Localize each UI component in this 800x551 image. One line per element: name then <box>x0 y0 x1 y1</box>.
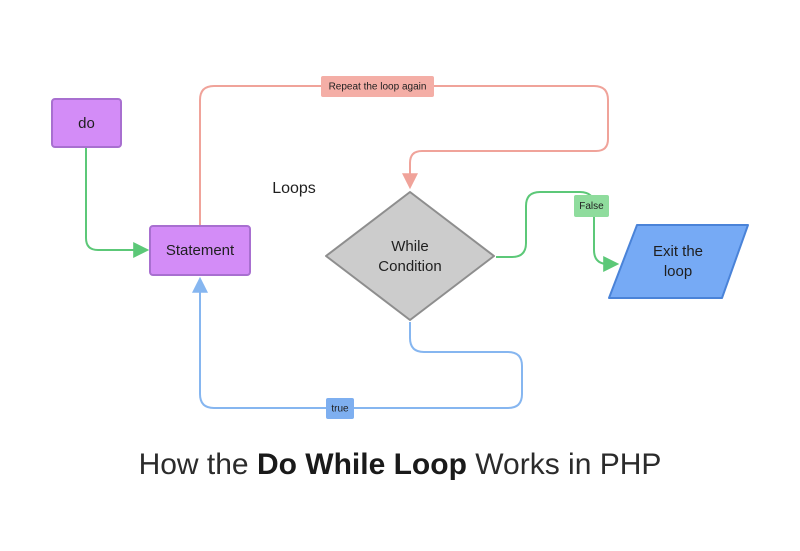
true-edge-label: true <box>326 398 354 419</box>
repeat-loop-edge-label: Repeat the loop again <box>321 76 434 97</box>
while-condition-label-line2: Condition <box>378 258 441 275</box>
caption-prefix: How the <box>138 448 257 481</box>
edge-false-to-exit <box>496 191 620 272</box>
caption-suffix: Works in PHP <box>466 448 662 481</box>
do-node: do <box>51 98 122 148</box>
loops-label: Loops <box>272 180 316 197</box>
do-label: do <box>78 115 95 132</box>
exit-loop-label-line2: loop <box>664 263 692 280</box>
true-text: true <box>331 404 349 415</box>
false-text: False <box>579 201 604 212</box>
statement-node: Statement <box>149 225 251 276</box>
repeat-loop-text: Repeat the loop again <box>329 82 427 93</box>
caption: How the Do While Loop Works in PHP <box>0 448 800 482</box>
edge-do-to-statement <box>85 148 150 258</box>
statement-label: Statement <box>166 242 235 259</box>
edge-repeat-loop <box>199 85 609 225</box>
while-condition-node: While Condition <box>325 191 495 321</box>
edge-true-to-statement <box>192 276 523 409</box>
while-condition-label-line1: While <box>391 238 429 255</box>
caption-emphasis: Do While Loop <box>256 448 467 481</box>
false-edge-label: False <box>574 195 609 217</box>
exit-loop-label-line1: Exit the <box>653 243 703 260</box>
exit-loop-node: Exit the loop <box>608 224 749 299</box>
